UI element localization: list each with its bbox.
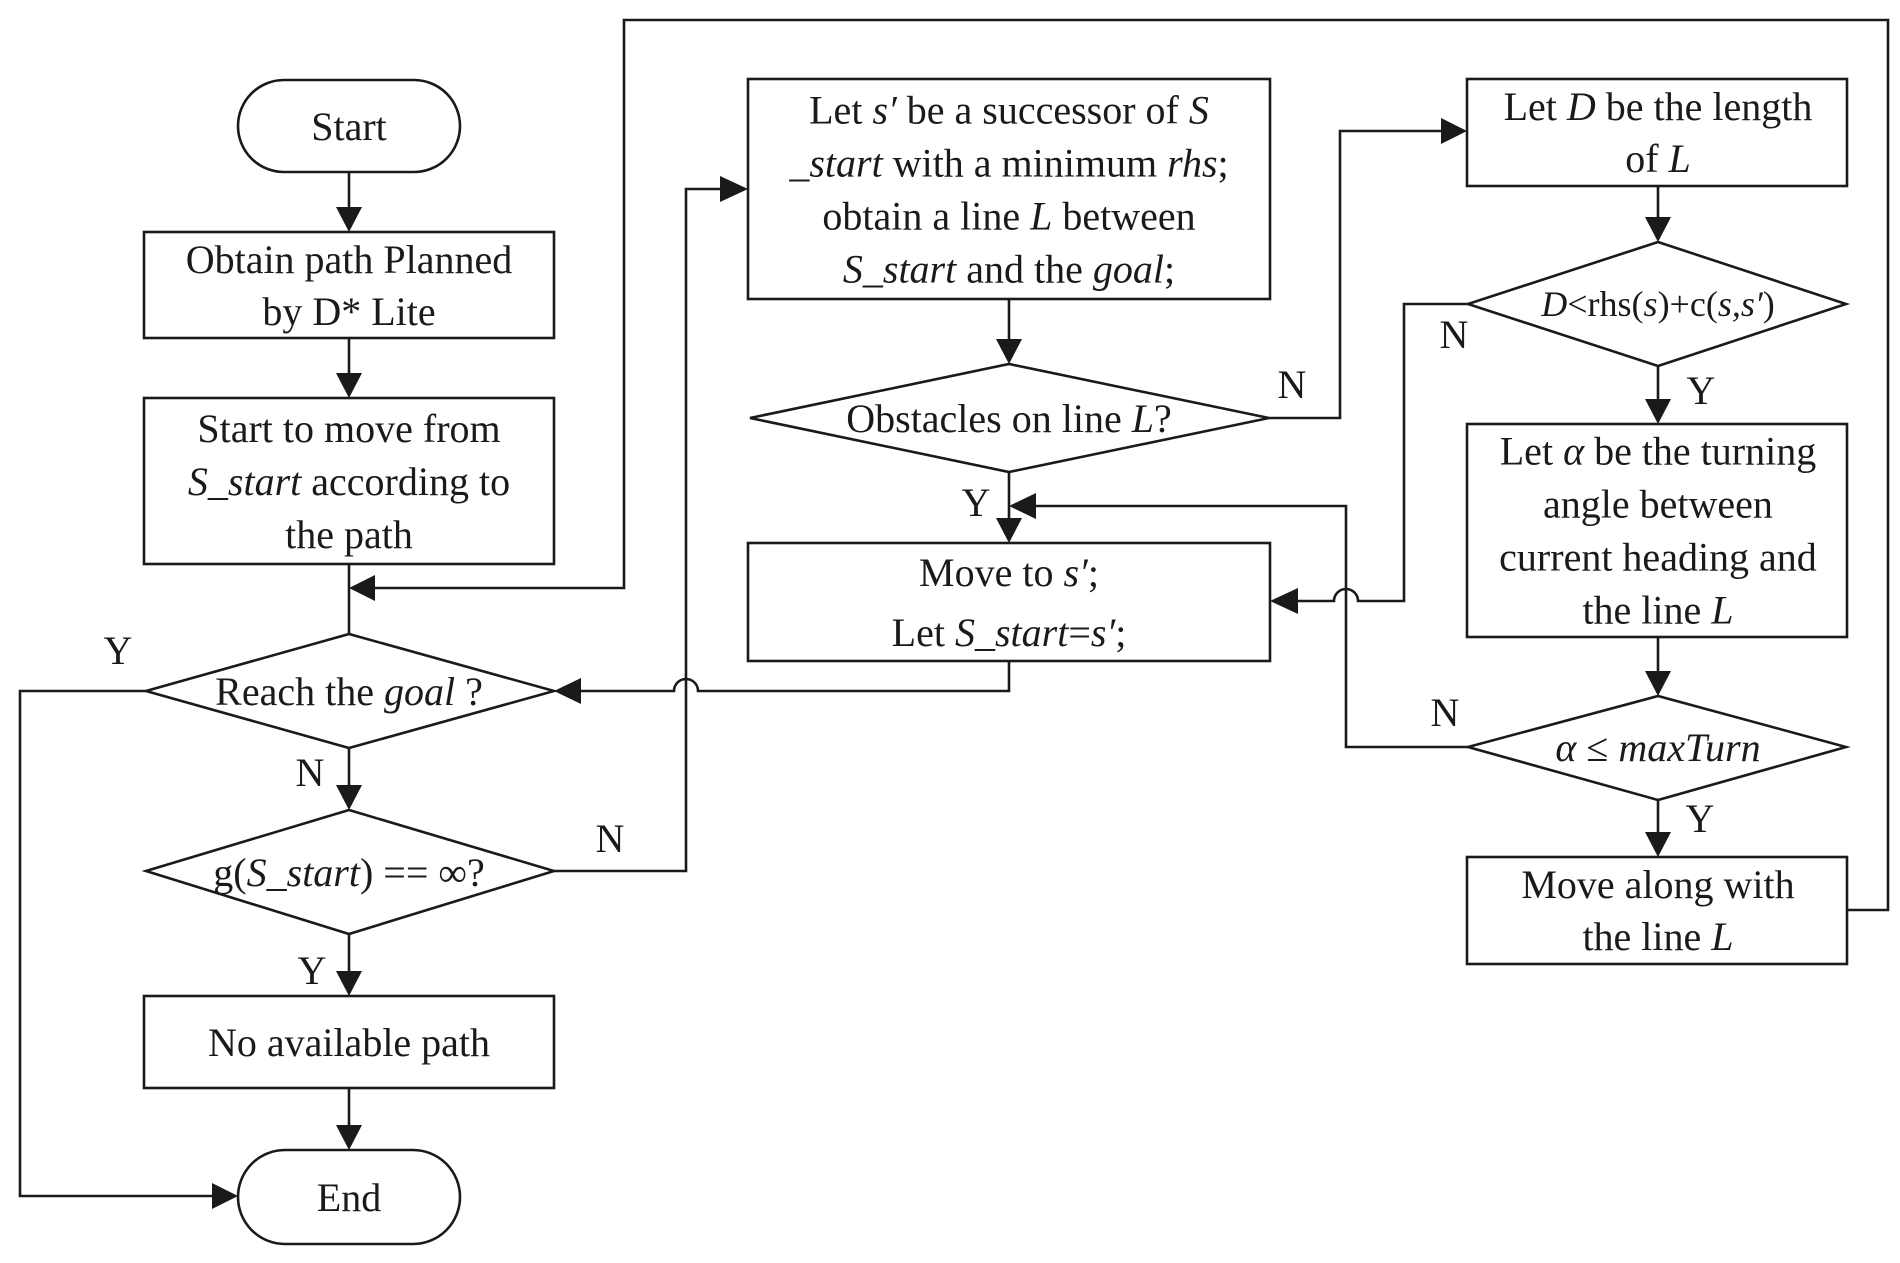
let-alpha-label-line: angle between — [1543, 481, 1773, 526]
arrowhead-icon — [996, 518, 1022, 543]
let-alpha-label-line: current heading and — [1499, 534, 1817, 579]
d-check-no-label: N — [1440, 312, 1469, 357]
move-along-box — [1465, 855, 1849, 966]
obtain-path-box — [142, 230, 556, 340]
move-to-box — [746, 541, 1272, 663]
arrowhead-icon — [1645, 399, 1671, 424]
obstacles-label-line: Obstacles on line L? — [846, 396, 1172, 441]
reach-goal-no-label: N — [296, 750, 325, 795]
let-s-label-line: obtain a line L between — [822, 193, 1195, 238]
arrowhead-icon — [336, 971, 362, 996]
arrowhead-icon — [336, 373, 362, 398]
obstacles-yes-label: Y — [962, 480, 991, 525]
g-check-no-label: N — [596, 816, 625, 861]
let-alpha-label-line: Let α be the turning — [1500, 428, 1816, 473]
obstacles-decision — [749, 362, 1270, 474]
let-alpha-label-line: the line L — [1582, 587, 1733, 632]
move-along-label-line: Move along with — [1521, 862, 1794, 907]
reach-goal-decision — [141, 632, 559, 750]
start-move-label-line: S_start according to — [188, 459, 510, 504]
branch-labels: Y N N Y N Y N Y N Y — [104, 312, 1716, 993]
arrowhead-icon — [1645, 671, 1671, 696]
start-move-label-line: Start to move from — [197, 406, 500, 451]
no-path-label-line: No available path — [208, 1020, 490, 1065]
reach-goal-yes-label: Y — [104, 628, 133, 673]
g-check-yes-label: Y — [298, 948, 327, 993]
arrow-obstacles-no-to-letd — [1269, 129, 1444, 420]
arrow-alphacheck-no-to-moveto — [1033, 504, 1468, 749]
arrowhead-icon — [720, 176, 748, 202]
reach-goal-label-line: Reach the goal ? — [215, 669, 483, 714]
move-to-label-line: Let S_start=s′; — [892, 610, 1127, 655]
arrowhead-icon — [336, 207, 362, 232]
move-along-label-line: the line L — [1582, 914, 1733, 959]
let-d-label-line: Let D be the length — [1504, 84, 1813, 129]
let-s-label-line: _start with a minimum rhs; — [788, 140, 1228, 185]
move-to-label-line: Move to s′; — [919, 550, 1099, 595]
arrowhead-icon — [1645, 832, 1671, 857]
obtain-path-label-line: Obtain path Planned — [186, 237, 513, 282]
start-terminal — [236, 78, 462, 174]
arrowhead-icon — [212, 1183, 238, 1209]
arrowhead-icon — [1645, 217, 1671, 242]
arrow-gcheck-no-to-lets — [554, 187, 723, 873]
d-check-label-line: D<rhs(s)+c(s,s′) — [1540, 284, 1774, 324]
let-s-label-line: Let s′ be a successor of S — [809, 87, 1209, 132]
arrowhead-icon — [554, 678, 581, 704]
end-label-line: End — [317, 1175, 381, 1220]
let-alpha-box — [1465, 422, 1849, 639]
alpha-check-label-line: α ≤ maxTurn — [1555, 725, 1760, 770]
start-label-line: Start — [311, 104, 387, 149]
start-move-box — [142, 396, 556, 566]
let-d-label-line: of L — [1625, 136, 1691, 181]
arrow-reachgoal-yes-to-end — [18, 689, 215, 1198]
d-check-decision — [1463, 240, 1851, 368]
obstacles-no-label: N — [1278, 362, 1307, 407]
start-move-label-line: the path — [285, 512, 413, 557]
shapes — [141, 77, 1851, 1246]
g-check-decision — [141, 808, 559, 936]
alpha-check-yes-label: Y — [1686, 796, 1715, 841]
arrowhead-icon — [1270, 588, 1298, 614]
let-s-box — [746, 77, 1272, 301]
arrowhead-icon — [1009, 493, 1036, 519]
g-check-label-line: g(S_start) == ∞? — [213, 850, 484, 895]
alpha-check-no-label: N — [1431, 690, 1460, 735]
arrowhead-icon — [349, 575, 375, 601]
arrowhead-icon — [336, 785, 362, 810]
arrow-moveto-to-reachgoal — [578, 661, 1011, 693]
d-check-yes-label: Y — [1687, 368, 1716, 413]
arrowhead-icon — [996, 339, 1022, 364]
arrow-dcheck-no-to-moveto — [1295, 302, 1468, 603]
obtain-path-label-line: by D* Lite — [262, 289, 435, 334]
arrowhead-icon — [336, 1125, 362, 1150]
end-terminal — [236, 1148, 462, 1246]
arrowhead-icon — [1441, 118, 1467, 144]
no-path-box — [142, 994, 556, 1090]
let-d-box — [1465, 77, 1849, 188]
connectors — [18, 18, 1890, 1209]
arrow-movealong-loop-back — [372, 18, 1890, 912]
let-s-label-line: S_start and the goal; — [843, 246, 1175, 291]
alpha-check-decision — [1463, 694, 1851, 802]
